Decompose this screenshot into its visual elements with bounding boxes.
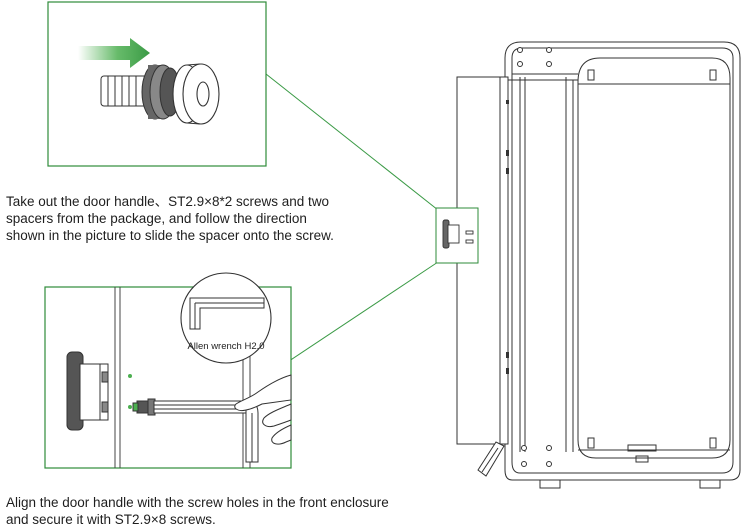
detail-box-screw-spacer [47, 1, 267, 167]
step2-line-1: Align the door handle with the screw hol… [6, 495, 389, 510]
highlight-box-handle-location [435, 207, 479, 264]
step1-instructions: Take out the door handle、ST2.9×8*2 screw… [6, 193, 334, 244]
detail-box-handle-install: Allen wrench H2.0 [44, 272, 292, 469]
step1-line-3: shown in the picture to slide the spacer… [6, 228, 334, 243]
tool-label: Allen wrench H2.0 [187, 341, 264, 352]
enclosure-side-view [456, 41, 741, 489]
spacer-icon [172, 63, 220, 125]
step2-instructions: Align the door handle with the screw hol… [6, 494, 389, 528]
allen-wrench-icon [153, 400, 259, 463]
step1-line-1: Take out the door handle、ST2.9×8*2 screw… [6, 194, 330, 209]
door-handle-icon [66, 351, 109, 431]
hand-icon [234, 374, 292, 445]
direction-arrow-icon [78, 38, 150, 68]
allen-wrench-magnifier: Allen wrench H2.0 [180, 272, 272, 364]
step2-line-2: and secure it with ST2.9×8 screws. [6, 512, 216, 527]
screw-icon [132, 398, 156, 416]
step1-line-2: spacers from the package, and follow the… [6, 211, 307, 226]
